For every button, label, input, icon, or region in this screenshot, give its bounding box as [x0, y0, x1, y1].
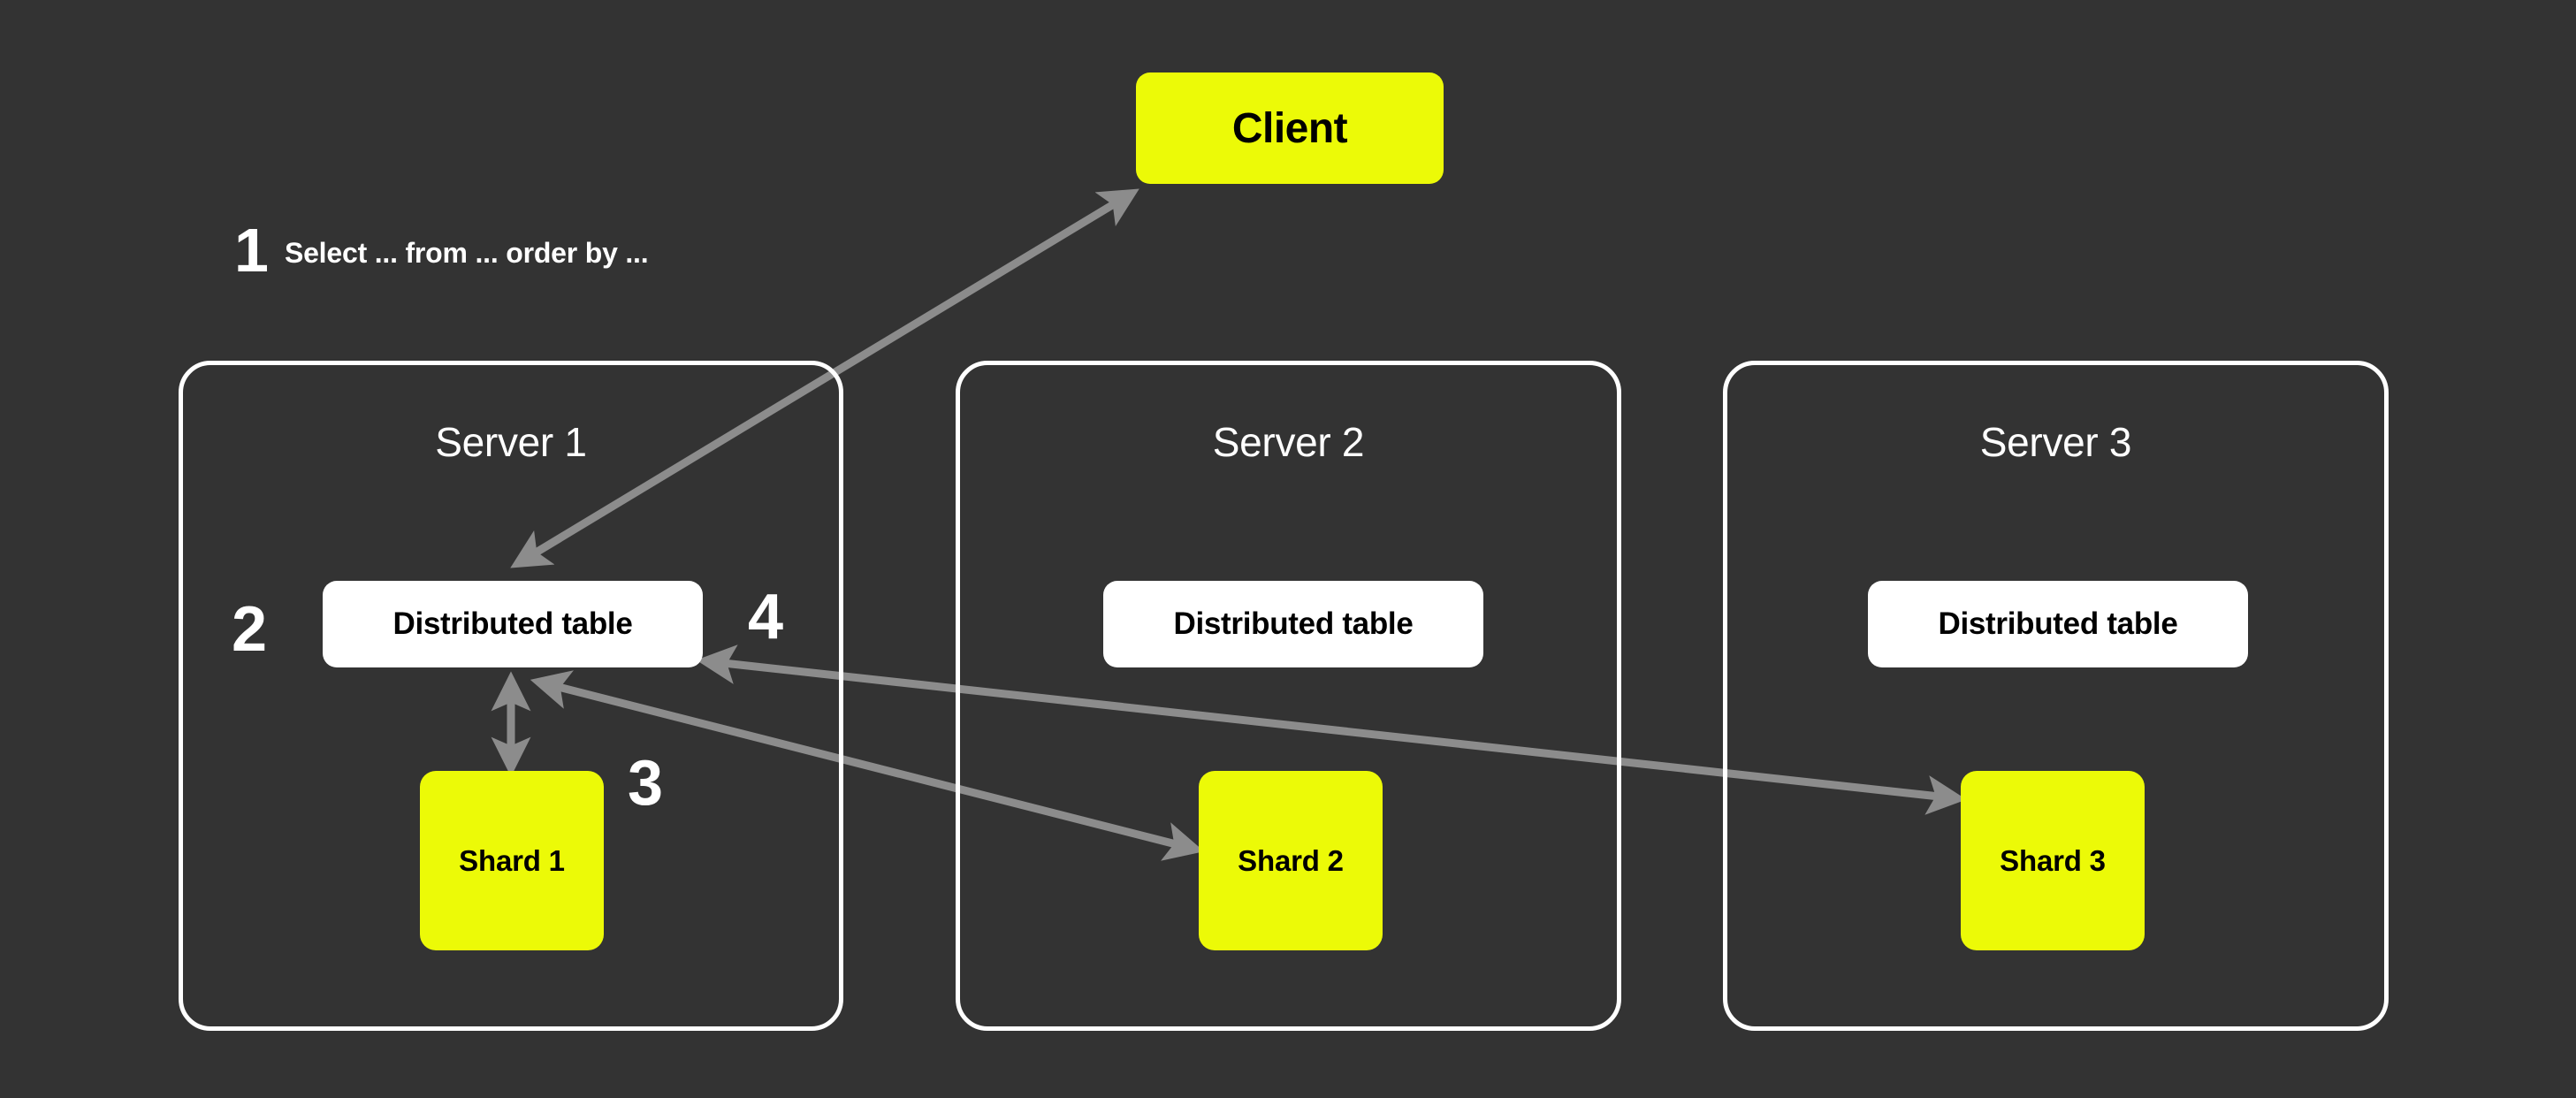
shard-3-label: Shard 3: [2000, 843, 2106, 877]
distributed-table-1[interactable]: Distributed table: [323, 581, 703, 667]
server-panel-3: Server 3: [1723, 361, 2389, 1031]
server-panel-1: Server 1: [179, 361, 843, 1031]
step-number-3: 3: [628, 748, 664, 819]
server-panel-2: Server 2: [956, 361, 1621, 1031]
distributed-table-1-label: Distributed table: [392, 606, 633, 641]
distributed-table-3-label: Distributed table: [1938, 606, 2178, 641]
shard-2-label: Shard 2: [1238, 843, 1344, 877]
client-node[interactable]: Client: [1136, 72, 1444, 184]
shard-2-node[interactable]: Shard 2: [1199, 771, 1383, 950]
client-label: Client: [1231, 104, 1348, 152]
distributed-table-2-label: Distributed table: [1173, 606, 1414, 641]
step-1-caption: 1 Select ... from ... order by ...: [234, 216, 649, 285]
shard-1-node[interactable]: Shard 1: [420, 771, 604, 950]
step-number-2: 2: [232, 594, 268, 665]
server-title-1: Server 1: [435, 419, 587, 465]
shard-1-label: Shard 1: [459, 843, 565, 877]
distributed-table-2[interactable]: Distributed table: [1103, 581, 1483, 667]
distributed-table-3[interactable]: Distributed table: [1868, 581, 2248, 667]
server-title-3: Server 3: [1979, 419, 2132, 465]
step-number-4: 4: [748, 582, 784, 652]
step-1-query-text: Select ... from ... order by ...: [284, 236, 649, 269]
server-title-2: Server 2: [1212, 419, 1365, 465]
step-number-1: 1: [234, 216, 269, 285]
shard-3-node[interactable]: Shard 3: [1961, 771, 2145, 950]
